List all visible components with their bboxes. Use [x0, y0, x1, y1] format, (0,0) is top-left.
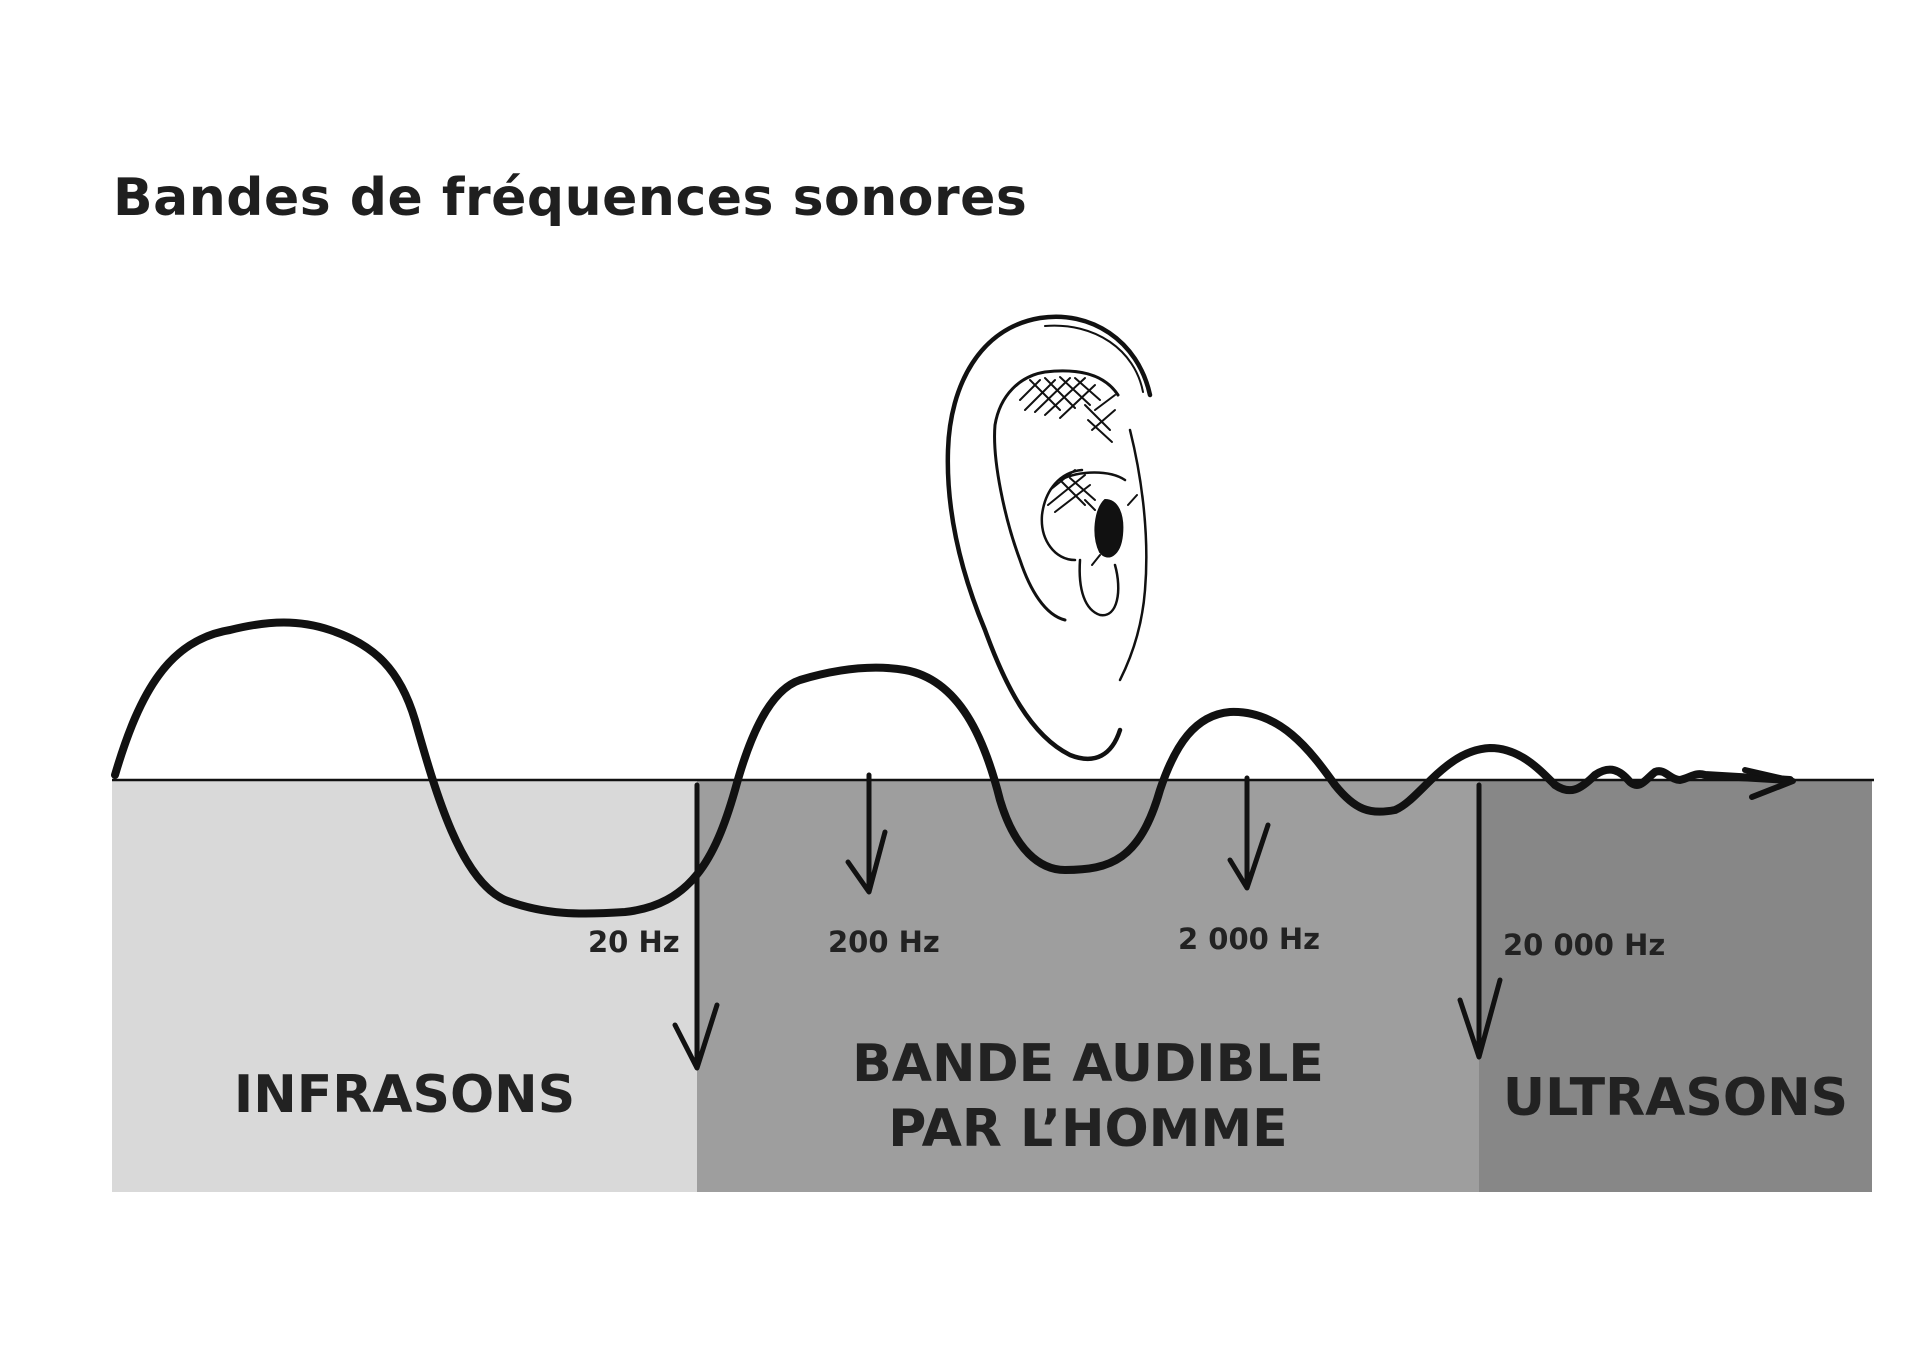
arrow-20hz [672, 782, 720, 1071]
zone-label-audible-line1: BANDE AUDIBLE [852, 1034, 1324, 1094]
freq-label-2000hz: 2 000 Hz [1178, 922, 1321, 956]
freq-label-20hz: 20 Hz [588, 925, 680, 959]
ear-icon [945, 314, 1153, 762]
zone-audible [697, 780, 1479, 1192]
zone-label-audible: BANDE AUDIBLE PAR L’HOMME [697, 1032, 1479, 1162]
zone-label-audible-line2: PAR L’HOMME [888, 1099, 1288, 1159]
freq-label-200hz: 200 Hz [828, 925, 940, 959]
arrow-2000hz [1227, 775, 1271, 891]
page-title: Bandes de fréquences sonores [113, 168, 1028, 228]
arrow-200hz [845, 772, 888, 895]
zone-infrasons [112, 780, 697, 1192]
arrow-20000hz [1457, 782, 1503, 1060]
sound-wave [111, 618, 1794, 918]
zone-label-infrasons: INFRASONS [233, 1065, 576, 1125]
zone-ultrasons [1479, 780, 1872, 1192]
zone-label-ultrasons: ULTRASONS [1502, 1068, 1849, 1128]
freq-label-20000hz: 20 000 Hz [1503, 928, 1666, 962]
arrow-head-icon [1742, 767, 1796, 800]
